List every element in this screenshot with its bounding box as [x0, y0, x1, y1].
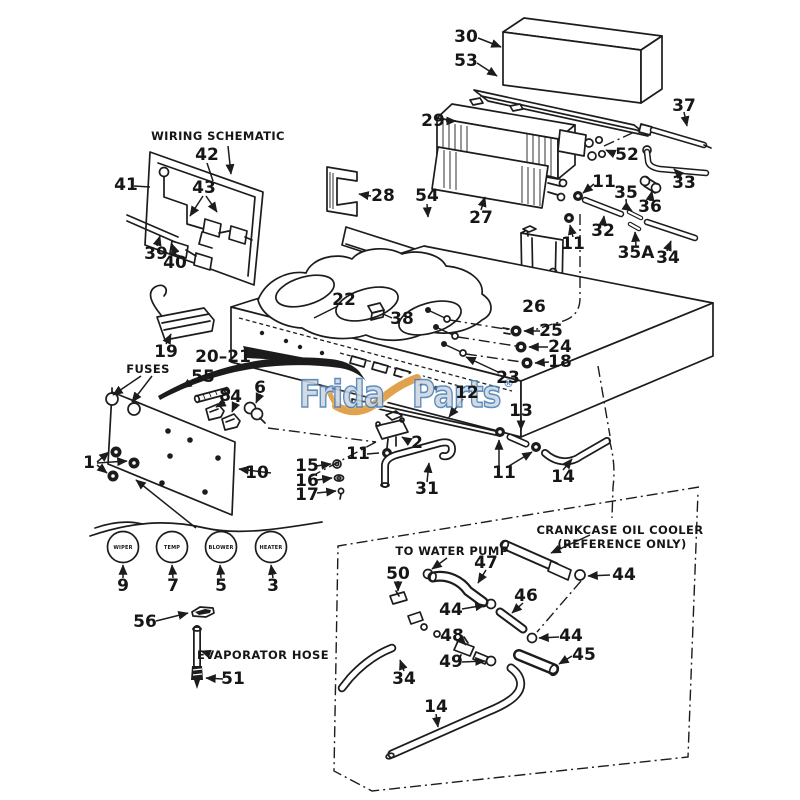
- fuse-panel-10: [96, 375, 272, 529]
- resistor-55: [181, 378, 231, 404]
- clip-56: [155, 606, 215, 622]
- filter-19: [149, 284, 215, 345]
- control-knobs-row: [89, 521, 323, 579]
- valve-2-pipe-31: [267, 410, 456, 488]
- bracket-28: [326, 166, 372, 217]
- watermark-swoosh: [327, 371, 424, 418]
- evaporator-hose-51: [191, 625, 224, 689]
- cover-box-30: [477, 17, 663, 104]
- heater-core-27: [431, 146, 568, 211]
- console-box-20-21: [158, 245, 714, 438]
- hose-parts-13-11-14: [494, 365, 615, 519]
- washers-15-16-17: [315, 459, 345, 500]
- fittings-top-right: [564, 111, 712, 252]
- screws-23-grommets-25-24-18: [425, 214, 581, 373]
- cover-plate-53: [473, 62, 649, 137]
- evaporator-29: [436, 97, 642, 180]
- switches-8-4-6: [205, 392, 266, 431]
- hose-kit-boundary: [333, 486, 700, 792]
- oil-cooler: [499, 534, 611, 633]
- wiring-schematic-panel: [126, 145, 264, 286]
- rod-12: [351, 398, 501, 437]
- water-pump-hoses: [337, 557, 573, 760]
